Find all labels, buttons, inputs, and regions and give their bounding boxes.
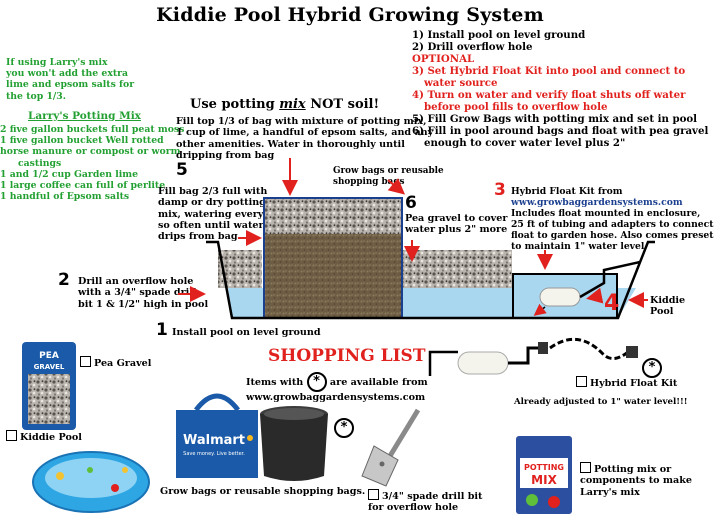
step5-text: Fill bag 2/3 full with damp or dry potti… [158,186,268,243]
growbags-label: Grow bags or reusable shopping bags [333,166,444,188]
walmart-sub: Save money. Live better. [183,451,245,457]
drill-bit-checkbox[interactable] [368,489,379,500]
grow-bags-caption: Grow bags or reusable shopping bags. [160,486,366,497]
potting-bag-label: POTTING [524,463,564,472]
larry-mix-items: 2 five gallon buckets full peat moss 1 f… [0,124,185,203]
float-kit-icon [428,337,638,376]
step5-number: 5 [176,160,188,180]
step4-number: 4 [604,291,620,316]
kiddie-pool-item[interactable]: Kiddie Pool [6,430,82,443]
step-line: 3) Set Hybrid Float Kit into pool and co… [412,65,686,77]
asterisk-icon: * [306,372,327,392]
fabric-grow-bag-icon [260,406,328,481]
step-line: OPTIONAL [412,53,475,65]
step-line: 6) Fill in pool around bags and float wi… [412,125,709,137]
potting-mix-item[interactable]: Potting mix or components to make Larry'… [580,462,693,498]
float-body [539,287,581,307]
hybrid-float-kit-item[interactable]: Hybrid Float Kit [576,376,677,389]
pea-gravel-checkbox[interactable] [80,356,91,367]
shopping-list-title: SHOPPING LIST [268,346,426,366]
items-note: Items with * are available from www.grow… [246,372,428,403]
float-kit-asterisk-icon: * [642,358,662,378]
float-kit-checkbox[interactable] [576,376,587,387]
float-arrow [533,303,547,316]
gravel-bag-label: PEA [39,351,59,361]
step-line: before pool fills to overflow hole [424,101,608,113]
potting-heading: Use potting mix NOT soil! [190,97,380,112]
kiddie-pool-checkbox[interactable] [6,430,17,441]
step3-number: 3 [494,180,506,200]
arrow-step4 [586,287,604,304]
step-line: 2) Drill overflow hole [412,41,533,53]
step3-text: Hybrid Float Kit from www.growbaggardens… [511,186,714,252]
potting-bag-label2: MIX [531,473,557,487]
gravel-middle [402,250,512,288]
step6-number: 6 [405,193,417,213]
step6-text: Pea gravel to cover water plus 2" more [405,213,508,236]
pea-gravel-bag-icon: PEA GRAVEL [22,342,76,430]
drill-bit-item[interactable]: 3/4" spade drill bit for overflow hole [368,489,483,514]
arrow-growbags [387,178,406,195]
step-line: 4) Turn on water and verify float shuts … [412,89,686,101]
gravel-bag-label2: GRAVEL [34,363,65,371]
step-line: water source [424,77,498,89]
pea-gravel-item[interactable]: Pea Gravel [80,356,151,369]
already-adjusted-note: Already adjusted to 1" water level!!! [514,397,688,407]
pool-outline [206,240,655,320]
step-line: 5) Fill Grow Bags with potting mix and s… [412,113,698,125]
potting-mix-checkbox[interactable] [580,462,591,473]
grow-bag-bottom [264,234,402,318]
potting-text: Fill top 1/3 of bag with mixture of pott… [176,116,434,161]
grow-bag-top [264,198,402,234]
step1-text: Install pool on level ground [172,327,321,338]
kiddie-pool-icon [32,451,150,513]
spade-drill-bit-icon [361,408,421,487]
walmart-brand: Walmart [183,433,245,448]
step2-number: 2 [58,270,70,290]
kiddie-pool-label: Kiddie Pool [650,295,686,318]
step2-text: Drill an overflow hole with a 3/4" spade… [78,276,209,310]
larry-mix-title: Larry's Potting Mix [28,110,141,122]
larry-note: If using Larry's mix you won't add the e… [6,57,135,102]
potting-mix-bag-icon: POTTING MIX [516,436,572,514]
page-title: Kiddie Pool Hybrid Growing System [156,4,544,26]
grow-bag-asterisk-icon: * [334,418,354,438]
walmart-bag-icon: Walmart Save money. Live better. [176,393,258,478]
step-line: enough to cover water level plus 2" [424,137,626,149]
step-line: 1) Install pool on level ground [412,29,586,41]
step1-number: 1 [156,320,168,340]
